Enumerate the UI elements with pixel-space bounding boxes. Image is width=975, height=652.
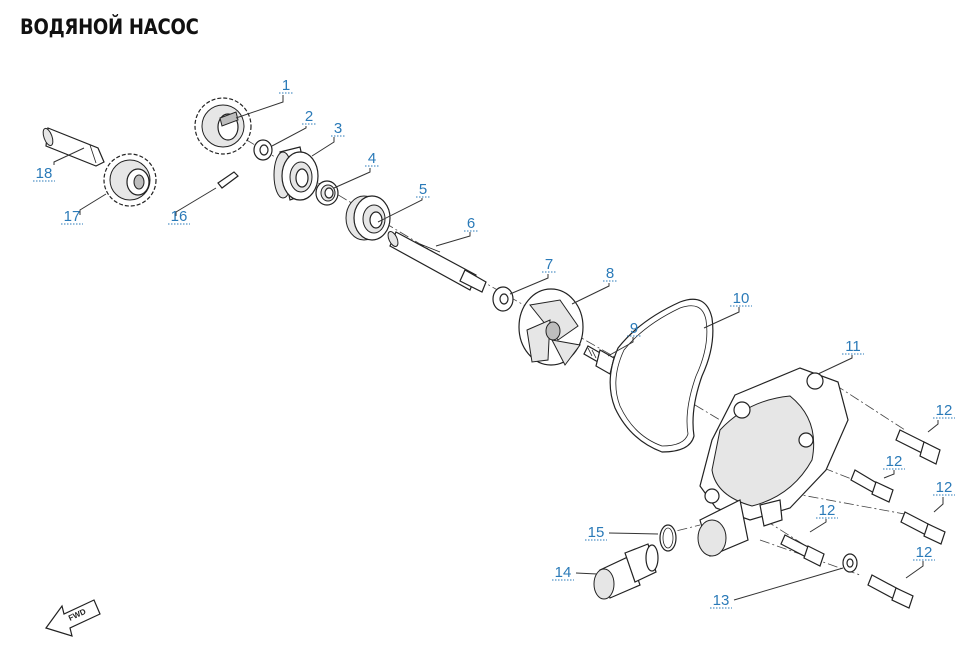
part-18-pin (42, 127, 105, 167)
callout-12-a: 12 (936, 402, 953, 419)
callout-3: 3 (334, 120, 342, 137)
callout-1: 1 (282, 77, 290, 94)
callout-5: 5 (419, 181, 427, 198)
callout-12-e: 12 (916, 544, 933, 561)
fwd-arrow-icon: FWD (45, 599, 101, 637)
callout-15: 15 (588, 524, 605, 541)
part-5-mech-seal (345, 195, 391, 241)
part-9-bolt (583, 345, 615, 375)
page-title: ВОДЯНОЙ НАСОС (20, 15, 199, 39)
callout-2: 2 (305, 108, 313, 125)
part-1-gear (194, 97, 252, 155)
part-15-oring (659, 524, 677, 552)
callout-13: 13 (713, 592, 730, 609)
callout-6: 6 (467, 215, 475, 232)
part-11-pump-cover (697, 367, 849, 557)
part-2-washer (253, 139, 273, 161)
callouts: 1 2 3 4 5 6 7 8 9 10 11 12 12 1 (33, 77, 955, 609)
part-12-bolts (780, 429, 946, 609)
part-16-key (217, 171, 239, 189)
part-6-shaft (387, 231, 487, 293)
callout-14: 14 (555, 564, 572, 581)
callout-12-d: 12 (819, 502, 836, 519)
part-8-impeller (518, 288, 584, 366)
callout-10: 10 (733, 290, 750, 307)
callout-17: 17 (64, 208, 81, 225)
part-13-washer (842, 553, 858, 573)
callout-9: 9 (630, 320, 638, 337)
callout-11: 11 (845, 338, 861, 355)
callout-7: 7 (545, 256, 553, 273)
part-4-seal (315, 180, 339, 206)
part-10-gasket (609, 298, 714, 453)
part-17-gear (103, 153, 157, 207)
callout-8: 8 (606, 265, 614, 282)
callout-12-c: 12 (936, 479, 953, 496)
part-7-washer (492, 286, 514, 312)
callout-18: 18 (36, 165, 53, 182)
callout-4: 4 (368, 150, 376, 167)
part-3-bearing (273, 146, 319, 201)
callout-16: 16 (171, 208, 188, 225)
leader-lines (53, 95, 944, 601)
callout-12-b: 12 (886, 453, 903, 470)
part-14-fitting (593, 543, 659, 600)
